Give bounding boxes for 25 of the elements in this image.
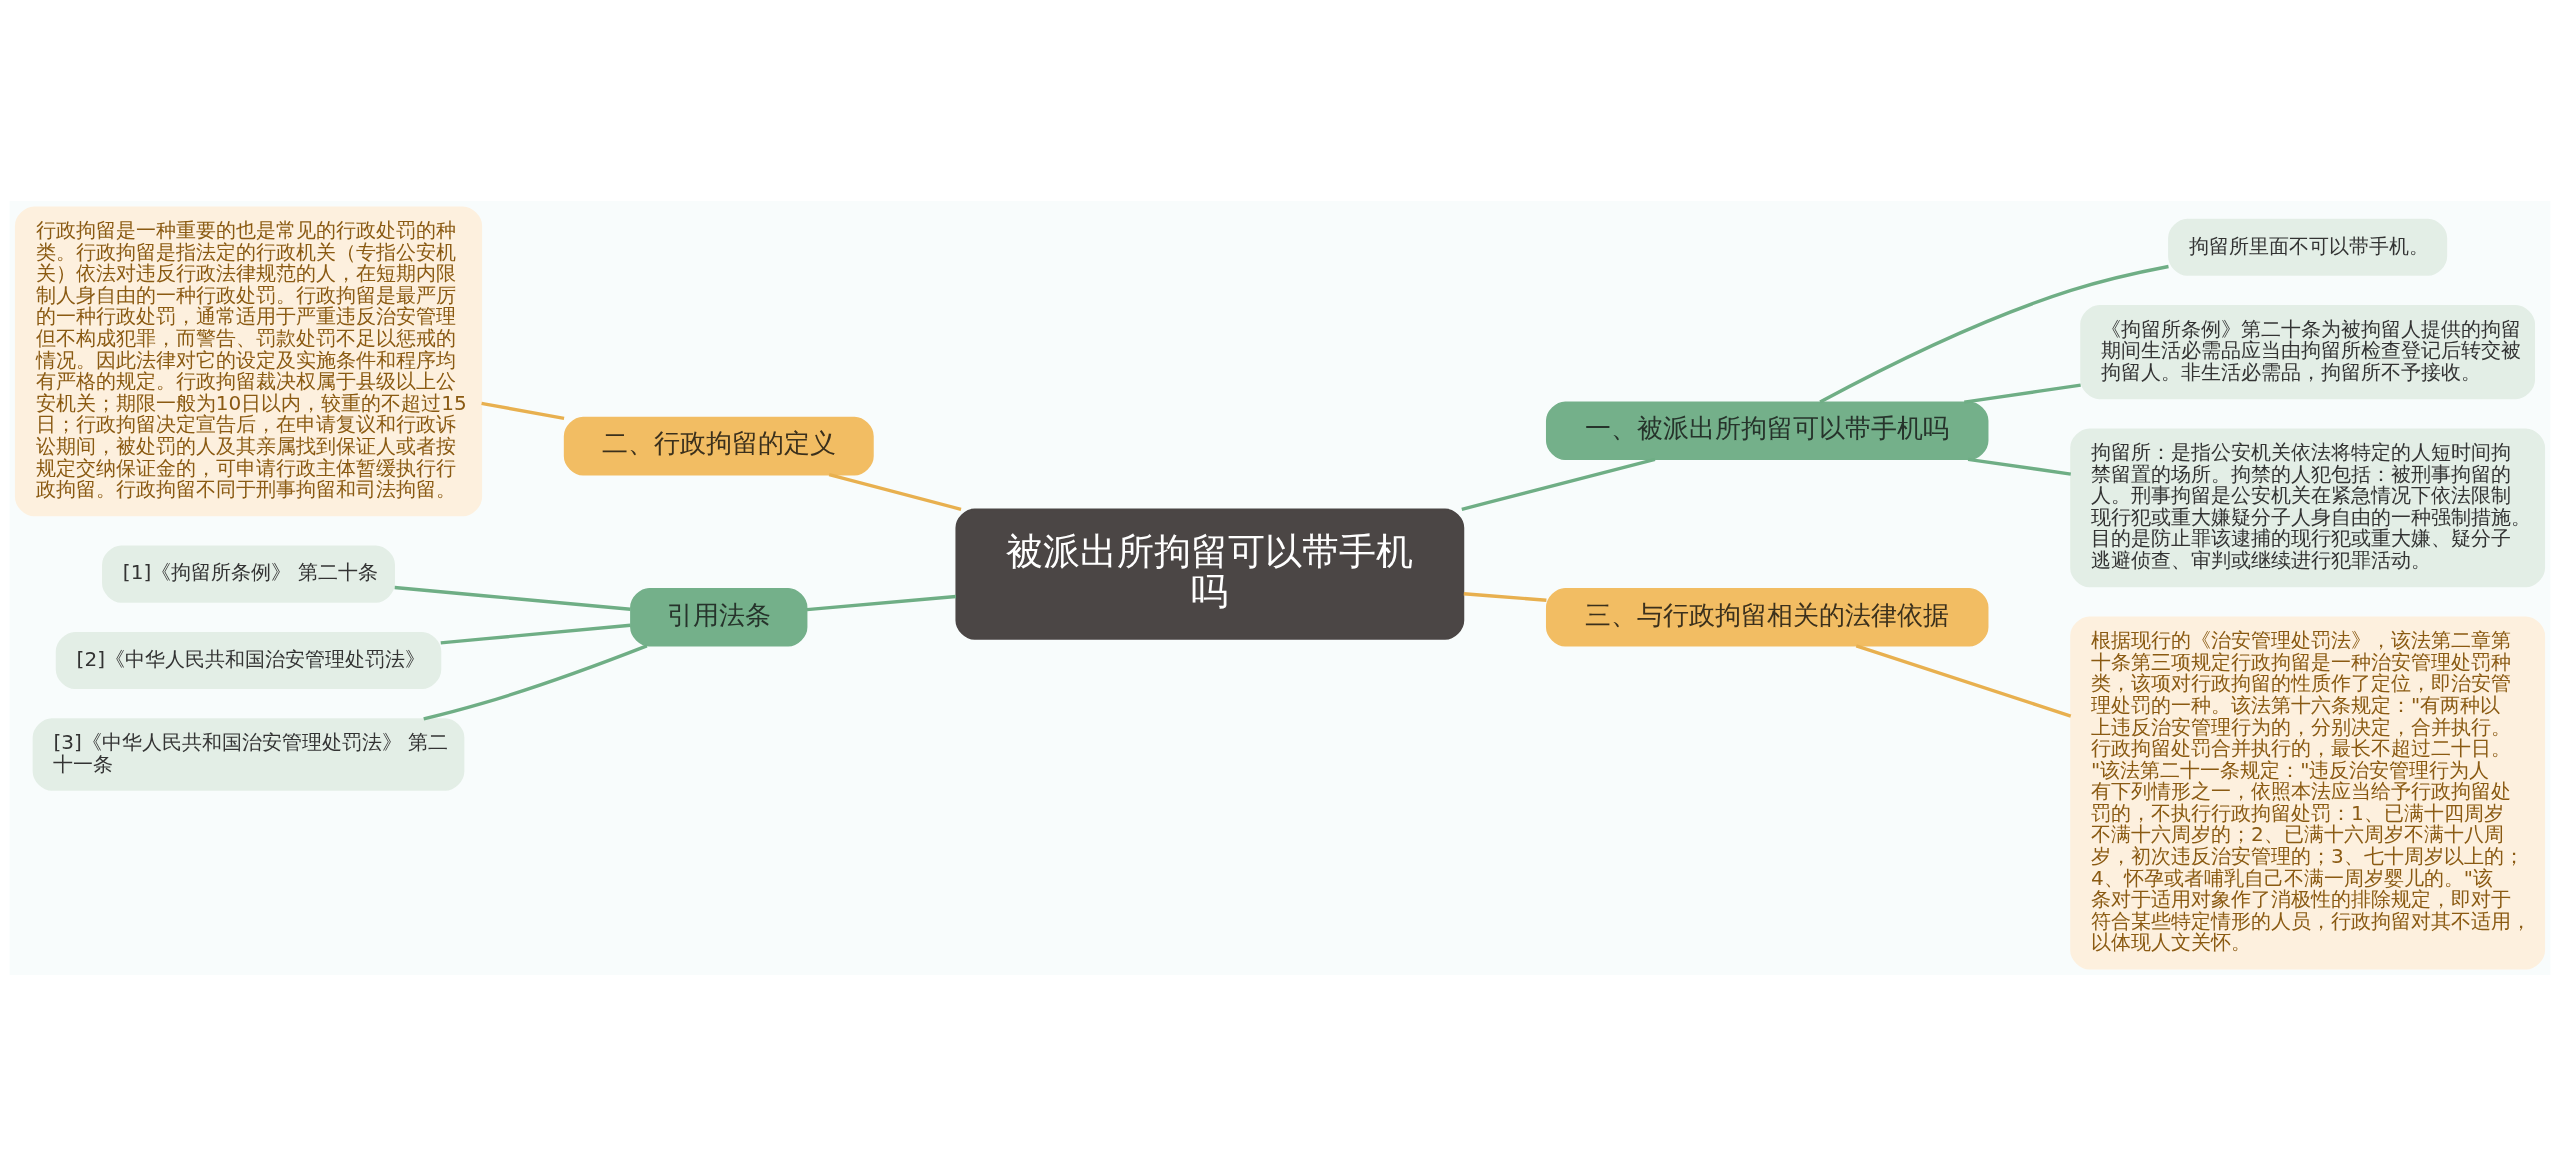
node-box: 根据现行的《治安管理处罚法》，该法第二章第十条第三项规定行政拘留是一种治安管理处罚种类，该项对行政拘留的性质作了定位，即治安管理处罚的一种。该法第十六条规定："有两种以上违反治安管理行为的，分别决定，合并执行。行政拘留处罚合并执行的，最长不超过二十日。"该法第二十一条规定："违反治安管理行为人有下列情形之一，依照本法应当给予行政拘留处罚的，不执行行政拘留处罚：1、已满十四周岁不满十六周岁的；2、已满十六周岁不满十八周岁，初次违反治安管理的；3、七十周岁以上的；4、怀孕或者哺乳自己不满一周岁婴儿的。"该条对于适用对象作了消极性的排除规定，即对于符合某些特定情形的人员，行政拘留对其不适用，以体现人文关怀。 <box>2070 616 2546 970</box>
connector <box>806 594 957 611</box>
node-box: 行政拘留是一种重要的也是常见的行政处罚的种类。行政拘留是指法定的行政机关（专指公安机关）依法对违反行政法律规范的人，在短期内限制人身自由的一种行政处罚。行政拘留是最严厉的一种行政处罚，通常适用于严重违反治安管理但不构成犯罪，而警告、罚款处罚不足以惩戒的情况。因此法律对它的设定及实施条件和程序均有严格的规定。行政拘留裁决权属于县级以上公安机关；期限一般为10日以内，较重的不超过15日；行政拘留决定宣告后，在申请复议和行政诉讼期间，被处罚的人及其亲属找到保证人或者按规定交纳保证金的，可申请行政主体暂缓执行行政拘留。行政拘留不同于刑事拘留和司法拘留。 <box>14 205 483 516</box>
connector <box>1855 643 2072 718</box>
connector <box>828 472 962 511</box>
connector <box>440 623 631 645</box>
connector <box>1461 457 1656 511</box>
connector <box>1967 457 2071 476</box>
node-box: [3]《中华人民共和国治安管理处罚法》 第二十一条 <box>32 717 465 791</box>
node-box: 二、行政拘留的定义 <box>563 416 874 475</box>
node-box: 被派出所拘留可以带手机吗 <box>955 508 1465 640</box>
connector <box>394 585 631 611</box>
node-box: 拘留所：是指公安机关依法将特定的人短时间拘禁留置的场所。拘禁的人犯包括：被刑事拘留的人。刑事拘留是公安机关在紧急情况下依法限制现行犯或重大嫌疑分子人身自由的一种强制措施。目的是防止罪该逮捕的现行犯或重大嫌、疑分子逃避侦查、审判或继续进行犯罪活动。 <box>2070 427 2546 587</box>
node-box: [2]《中华人民共和国治安管理处罚法》 <box>55 631 442 689</box>
node-box: 引用法条 <box>630 587 808 647</box>
node-box: [1]《拘留所条例》 第二十条 <box>102 545 395 603</box>
connector <box>423 643 648 721</box>
node-box: 《拘留所条例》第二十条为被拘留人提供的拘留期间生活必需品应当由拘留所检查登记后转交被拘留人。非生活必需品，拘留所不予接收。 <box>2080 304 2536 399</box>
connector <box>1819 264 2169 403</box>
node-box: 一、被派出所拘留可以带手机吗 <box>1545 400 1989 460</box>
connector <box>1964 382 2081 404</box>
connector <box>1463 591 1547 602</box>
node-box: 拘留所里面不可以带手机。 <box>2168 218 2448 276</box>
node-box: 三、与行政拘留相关的法律依据 <box>1545 587 1989 647</box>
connector <box>481 401 565 420</box>
